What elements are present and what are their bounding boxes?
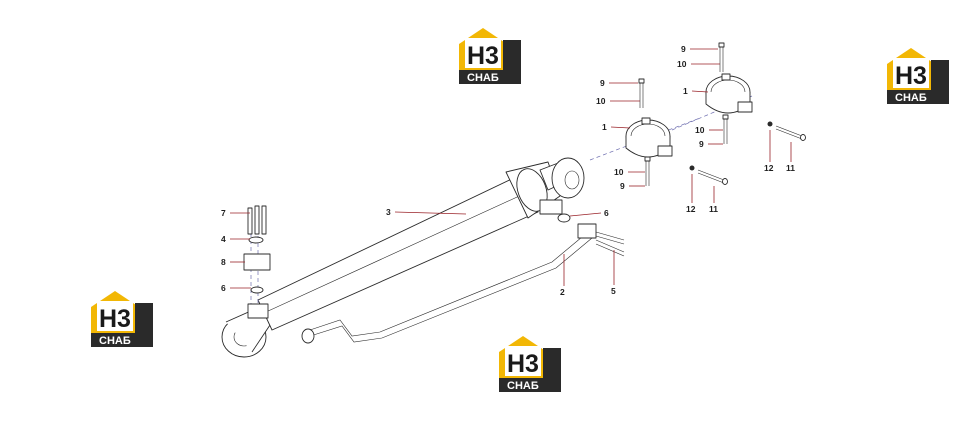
watermark-logo-bottom: Н3 СНАБ bbox=[499, 336, 561, 392]
clamp-lower bbox=[625, 117, 673, 158]
logo-letters: Н3 bbox=[895, 62, 927, 90]
watermark-logo-left: Н3 СНАБ bbox=[91, 291, 153, 347]
logo-sub-text: СНАБ bbox=[467, 72, 499, 84]
callout-9-d: 9 bbox=[699, 139, 704, 149]
hydraulic-cylinder bbox=[221, 95, 753, 358]
callout-1-upper: 1 bbox=[683, 86, 688, 96]
callout-8: 8 bbox=[221, 257, 226, 267]
clamp-upper bbox=[705, 73, 753, 114]
callout-10-b: 10 bbox=[614, 167, 624, 177]
callout-9-a: 9 bbox=[600, 78, 605, 88]
logo-sub-text: СНАБ bbox=[895, 92, 927, 104]
callout-5: 5 bbox=[611, 286, 616, 296]
watermark-logo-right: Н3 СНАБ bbox=[887, 48, 949, 104]
hose-fittings bbox=[689, 121, 806, 185]
callout-10-d: 10 bbox=[695, 125, 705, 135]
front-valve-block bbox=[539, 199, 625, 257]
logo-sub-text: СНАБ bbox=[99, 335, 131, 347]
callout-6-rear: 6 bbox=[221, 283, 226, 293]
callout-7: 7 bbox=[221, 208, 226, 218]
callout-9-b: 9 bbox=[620, 181, 625, 191]
pipe-assembly bbox=[301, 231, 593, 344]
logo-letters: Н3 bbox=[507, 350, 539, 378]
logo-sub-text: СНАБ bbox=[507, 380, 539, 392]
logo-letters: Н3 bbox=[467, 42, 499, 70]
callout-2: 2 bbox=[560, 287, 565, 297]
callout-4: 4 bbox=[221, 234, 226, 244]
callout-1-lower: 1 bbox=[602, 122, 607, 132]
callout-10-a: 10 bbox=[596, 96, 606, 106]
callout-6-front: 6 bbox=[604, 208, 609, 218]
callout-9-c: 9 bbox=[681, 44, 686, 54]
callout-11-b: 11 bbox=[786, 163, 795, 173]
watermark-logo-top: Н3 СНАБ bbox=[459, 28, 521, 84]
callout-3: 3 bbox=[386, 207, 391, 217]
callout-12-a: 12 bbox=[686, 204, 696, 214]
callouts: 7 4 8 6 3 2 6 5 1 1 9 10 10 9 bbox=[221, 44, 795, 297]
rear-valve-block bbox=[243, 205, 271, 319]
logo-letters: Н3 bbox=[99, 305, 131, 333]
callout-10-c: 10 bbox=[677, 59, 687, 69]
callout-11-a: 11 bbox=[709, 204, 718, 214]
callout-12-b: 12 bbox=[764, 163, 774, 173]
